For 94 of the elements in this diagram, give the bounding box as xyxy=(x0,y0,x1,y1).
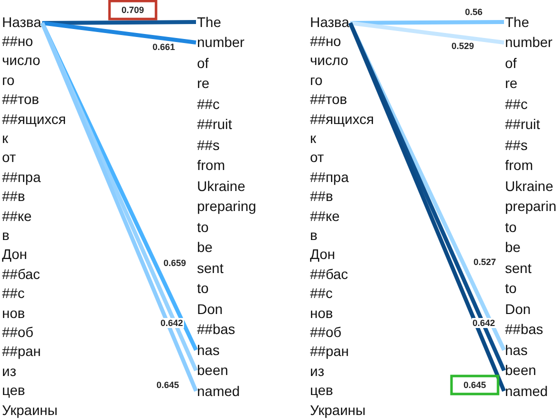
source-token: цев xyxy=(2,382,26,400)
source-token: ##в xyxy=(2,188,26,206)
weight-label: 0.56 xyxy=(464,7,484,17)
source-token: ##тов xyxy=(2,91,40,108)
source-token: Украины xyxy=(310,402,366,418)
source-token: ##об xyxy=(310,324,342,341)
source-token: ##об xyxy=(2,324,34,341)
source-token: ##ящихся xyxy=(2,110,66,128)
weight-label: 0.527 xyxy=(472,257,498,267)
source-token: ##но xyxy=(2,32,34,50)
source-token: го xyxy=(2,72,15,89)
weight-label: 0.529 xyxy=(450,41,476,51)
target-token: ##s xyxy=(505,136,528,154)
source-token: ##но xyxy=(310,32,342,50)
source-token: от xyxy=(2,149,16,166)
target-token: has xyxy=(505,342,528,358)
source-token: ##тов xyxy=(310,91,348,108)
target-token: preparin xyxy=(505,198,556,215)
target-token: number xyxy=(197,34,244,51)
target-token: to xyxy=(505,280,517,297)
source-token: ##ке xyxy=(2,208,32,224)
target-token: The xyxy=(505,14,530,30)
source-token: к xyxy=(310,130,316,147)
target-token: Don xyxy=(505,300,531,318)
source-token: Назва xyxy=(2,14,42,30)
source-token: от xyxy=(310,149,324,166)
target-token: sent xyxy=(505,260,532,276)
target-token: ##s xyxy=(197,136,220,154)
source-token: в xyxy=(310,226,318,244)
source-token: ##пра xyxy=(310,168,349,186)
weight-label: 0.661 xyxy=(152,42,176,52)
target-token: re xyxy=(197,75,210,92)
target-token: from xyxy=(197,157,225,174)
source-token: ##ящихся xyxy=(310,110,374,128)
weight-label: 0.645 xyxy=(462,380,488,390)
target-token: named xyxy=(197,382,240,400)
weight-label: 0.659 xyxy=(162,258,188,268)
source-token: ##пра xyxy=(2,168,41,186)
target-token: sent xyxy=(197,260,224,276)
source-token: к xyxy=(2,130,8,147)
target-token: Ukraine xyxy=(197,178,246,194)
source-token: ##бас xyxy=(2,266,40,283)
target-token: ##bas xyxy=(197,321,236,338)
target-token: named xyxy=(505,382,548,400)
target-token: to xyxy=(197,218,209,236)
target-token: to xyxy=(197,280,209,297)
source-token: Дон xyxy=(2,246,28,264)
target-token: The xyxy=(197,14,222,30)
source-token: ##ке xyxy=(310,208,340,224)
source-token: цев xyxy=(310,382,334,400)
attention-line xyxy=(350,21,504,44)
attention-line xyxy=(42,20,196,25)
target-token: has xyxy=(197,342,220,358)
target-token: ##ruit xyxy=(505,116,540,133)
target-token: preparing xyxy=(197,198,256,215)
source-token: Назва xyxy=(310,14,350,30)
source-token: ##бас xyxy=(310,266,348,283)
target-token: Don xyxy=(197,300,223,318)
target-token: ##ruit xyxy=(197,116,232,133)
source-token: из xyxy=(2,362,16,380)
target-token: ##bas xyxy=(505,321,544,338)
source-token: нов xyxy=(310,304,333,322)
source-token: ##в xyxy=(310,188,334,206)
source-token: го xyxy=(310,72,323,89)
source-token: ##с xyxy=(310,285,333,302)
source-token: Дон xyxy=(310,246,336,264)
target-token: re xyxy=(505,75,518,92)
source-token: ##ран xyxy=(2,343,41,360)
target-token: of xyxy=(505,54,517,72)
source-token: Украины xyxy=(2,402,58,418)
attention-line xyxy=(42,21,196,44)
attention-line xyxy=(350,20,504,25)
weight-label: 0.642 xyxy=(472,318,496,328)
weight-label: 0.709 xyxy=(120,5,146,15)
target-token: Ukraine xyxy=(505,178,554,194)
source-token: ##с xyxy=(2,285,25,302)
source-token: число xyxy=(2,52,40,70)
target-token: from xyxy=(505,157,533,174)
target-token: been xyxy=(505,362,536,379)
source-token: число xyxy=(310,52,348,70)
target-token: be xyxy=(505,239,521,256)
target-token: to xyxy=(505,218,517,236)
source-token: ##ран xyxy=(310,343,349,360)
target-token: be xyxy=(197,239,213,256)
source-token: из xyxy=(310,362,324,380)
target-token: been xyxy=(197,362,228,379)
source-token: нов xyxy=(2,304,25,322)
target-token: ##c xyxy=(197,96,220,112)
weight-label: 0.642 xyxy=(160,318,184,328)
weight-label: 0.645 xyxy=(156,380,180,390)
target-token: of xyxy=(197,54,209,72)
target-token: number xyxy=(505,34,552,51)
target-token: ##c xyxy=(505,96,528,112)
source-token: в xyxy=(2,226,10,244)
